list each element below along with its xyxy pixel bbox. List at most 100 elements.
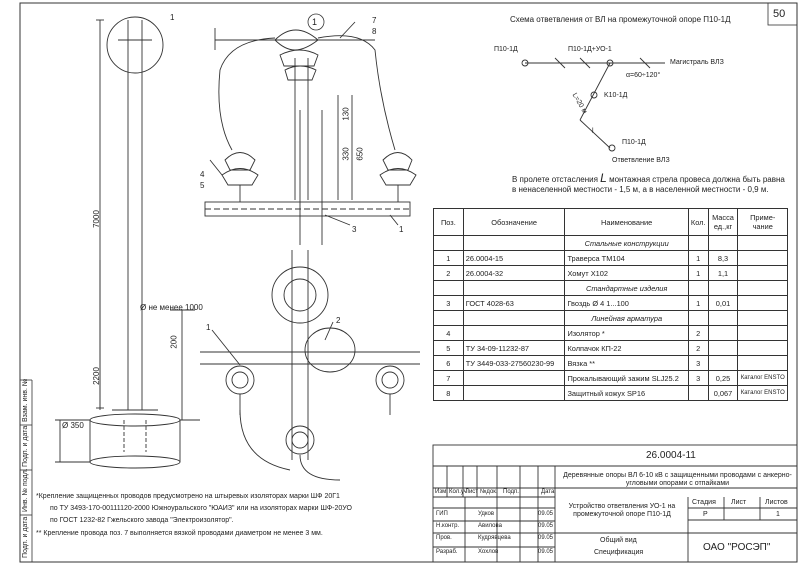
col-list: Лист [465, 489, 479, 495]
cell-name: Хомут Х102 [564, 265, 689, 281]
cell-pos: 3 [433, 295, 464, 311]
cell-qty: 1 [687, 250, 709, 266]
cell-qty: 2 [687, 340, 709, 356]
footnote-1b: по ТУ 3493-170-00111120-2000 Южноуральск… [50, 505, 352, 512]
scheme-note-rest: монтажная стрела провеса должна быть рав… [609, 175, 785, 184]
specification-table: Поз. Обозначение Наименование Кол. Масса… [433, 208, 788, 401]
scheme-mainline: Магистраль ВЛЗ [670, 59, 724, 66]
col-podp: Подп. [503, 489, 519, 495]
sheets-value: 1 [776, 511, 780, 518]
scheme-note-l: L [600, 171, 607, 185]
scheme-note-line1: В пролете отстасления L монтажная стрела… [512, 172, 785, 184]
label-pos1: 1 [399, 225, 404, 234]
cell-name: Защитный кожух SP16 [564, 385, 689, 401]
view-circle-icon [307, 13, 325, 31]
cell-note [737, 325, 788, 341]
view-number-circle: 1 [312, 17, 318, 27]
col-date: Дата [541, 489, 555, 495]
scheme-support-main: П10-1Д+УО-1 [568, 46, 612, 53]
signer-name: Хохлов [478, 549, 499, 555]
section-row-line: Линейная арматура [433, 310, 788, 326]
header-mass: Масса ед.,кг [707, 208, 739, 236]
cell-code: 26.0004-32 [462, 265, 566, 281]
cell-code: ГОСТ 4028-63 [462, 295, 566, 311]
scheme-l-mark: l [592, 128, 594, 135]
scheme-branch: Ответвление ВЛЗ [612, 157, 670, 164]
cell-note [737, 295, 788, 311]
dim-2200: 2200 [91, 367, 101, 385]
cell-code: ТУ 3449-033-27560230-99 [462, 355, 566, 371]
header-qty: Кол. [687, 208, 709, 236]
signer-name: Удков [478, 511, 495, 517]
cell-note [737, 250, 788, 266]
cell-pos: 4 [433, 325, 464, 341]
cell-qty: 1 [687, 265, 709, 281]
cell-mass: 8,3 [707, 250, 739, 266]
signer-name: Кудрявцева [478, 535, 511, 541]
label-pos8: 8 [372, 27, 377, 36]
label-pos1-top: 1 [170, 13, 175, 22]
stage-label: Стадия [692, 499, 716, 506]
cell-mass [707, 325, 739, 341]
footnote-1: *Крепление защищенных проводов предусмот… [36, 493, 340, 500]
sub-title-2: Спецификация [594, 549, 644, 556]
cell-note: Каталог ENSTO [737, 370, 788, 386]
cell-qty: 3 [687, 370, 709, 386]
page-number: 50 [773, 8, 786, 20]
cell-note: Каталог ENSTO [737, 385, 788, 401]
header-code: Обозначение [462, 208, 566, 236]
cell-name: Гвоздь Ø 4 1...100 [564, 295, 689, 311]
scheme-p10-bottom: П10-1Д [622, 139, 646, 146]
cell-mass: 0,01 [707, 295, 739, 311]
cell-code [462, 325, 566, 341]
cell-code [462, 370, 566, 386]
section-row-steel: Стальные конструкции [433, 235, 788, 251]
signer-role: Пров. [436, 535, 452, 541]
sheet-title: Устройство ответвления УО-1 на промежуто… [568, 503, 676, 519]
cell-pos: 2 [433, 265, 464, 281]
signer-date: 09.05 [538, 535, 554, 541]
cell-mass [707, 355, 739, 371]
cell-note [737, 355, 788, 371]
company-name: ОАО "РОСЭП" [703, 542, 771, 553]
cell-mass: 0,25 [707, 370, 739, 386]
col-ndoc: №док. [480, 489, 498, 495]
cell-pos: 5 [433, 340, 464, 356]
signer-name: Авилова [478, 523, 502, 529]
header-note: Приме-чание [737, 208, 788, 236]
scheme-support-left: П10-1Д [494, 46, 518, 53]
signer-role: Разраб. [436, 549, 458, 555]
signer-date: 09.05 [538, 511, 554, 517]
label-pos3: 3 [352, 225, 357, 234]
cell-pos: 8 [433, 385, 464, 401]
label-pos1-plan: 1 [206, 323, 211, 332]
label-pos7: 7 [372, 16, 377, 25]
dim-200: 200 [169, 335, 179, 349]
cell-qty: 3 [687, 355, 709, 371]
cell-pos: 1 [433, 250, 464, 266]
table-header-row: Поз. Обозначение Наименование Кол. Масса… [433, 208, 788, 236]
label-pos4: 4 [200, 170, 205, 179]
cell-code: 26.0004-15 [462, 250, 566, 266]
cell-mass [707, 340, 739, 356]
doc-code: 26.0004-11 [646, 450, 696, 461]
footnote-1c: по ГОСТ 1232-82 Гжельского завода "Элект… [50, 517, 234, 524]
cell-note [737, 265, 788, 281]
dim-650: 650 [355, 147, 365, 161]
header-pos: Поз. [433, 208, 464, 236]
cell-name: Прокалывающий зажим SLJ25.2 [564, 370, 689, 386]
signer-role: ГИП [436, 511, 448, 517]
scheme-note-prefix: В пролете отстасления [512, 175, 598, 184]
scheme-note-line2: в ненаселенной местности - 1,5 м, а в на… [512, 185, 769, 194]
cell-code: ТУ 34-09-11232-87 [462, 340, 566, 356]
